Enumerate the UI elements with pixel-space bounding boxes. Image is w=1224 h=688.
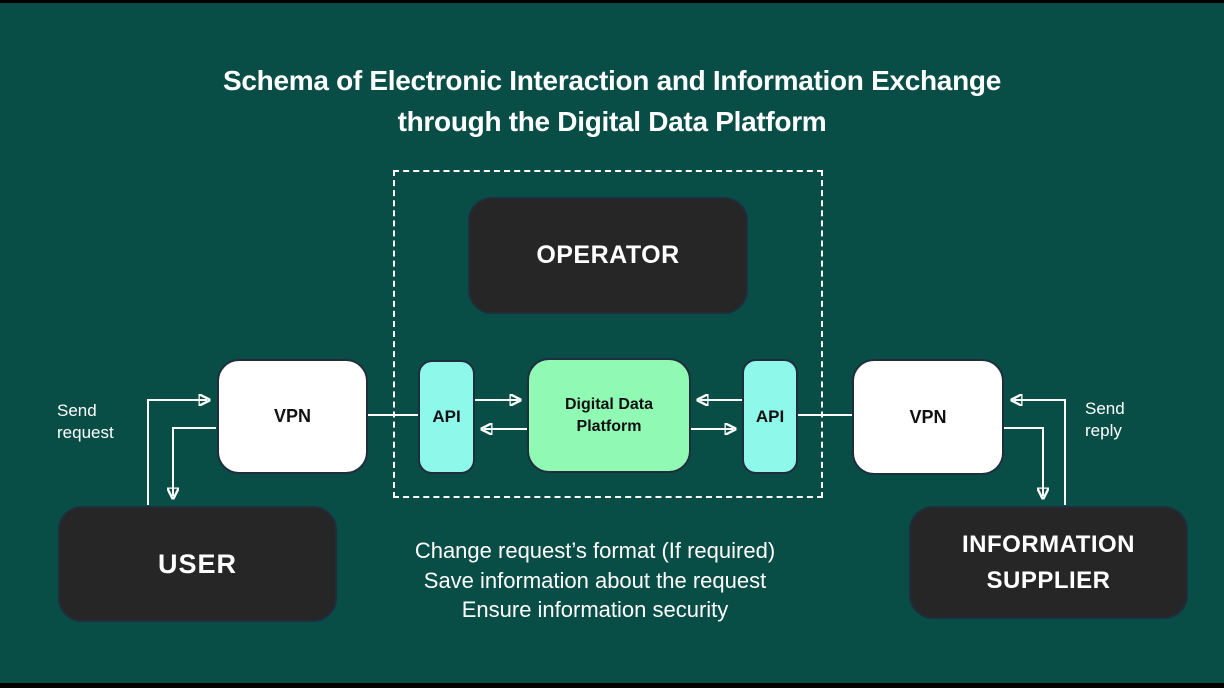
api-left-node: API — [418, 360, 475, 474]
operator-label: OPERATOR — [536, 241, 680, 269]
send-reply-label: Send reply — [1085, 399, 1125, 440]
arrow-supplier-to-vpn-right — [1014, 400, 1066, 505]
vpn-left-label: VPN — [273, 406, 311, 426]
information-supplier-node: INFORMATION SUPPLIER — [909, 506, 1188, 619]
information-supplier-label: INFORMATION SUPPLIER — [961, 530, 1136, 594]
user-node: USER — [58, 506, 337, 622]
api-right-label: API — [755, 406, 785, 426]
note-line-2: Save information about the request — [423, 567, 767, 593]
api-right-node: API — [742, 359, 798, 474]
page-title-line-1: Schema of Electronic Interaction and Inf… — [223, 65, 1001, 96]
note-line-3: Ensure information security — [461, 597, 729, 622]
operator-node: OPERATOR — [468, 197, 748, 314]
arrow-vpn-left-to-user — [173, 427, 216, 496]
note-line-1: Change request’s format (If required) — [414, 538, 776, 563]
arrow-user-to-vpn-left — [147, 400, 207, 505]
platform-function-notes: Change request’s format (If required) Sa… — [350, 536, 840, 625]
vpn-right-node: VPN — [852, 359, 1004, 475]
bottom-letterbox-bar — [0, 683, 1224, 688]
send-request-label: Send request — [57, 401, 114, 442]
api-left-label: API — [432, 407, 461, 426]
digital-data-platform-node: Digital Data Platform — [527, 358, 691, 473]
page-title-line-2: through the Digital Data Platform — [397, 106, 827, 137]
digital-data-platform-label: Digital Data Platform — [564, 395, 653, 435]
page-title: Schema of Electronic Interaction and Inf… — [0, 60, 1224, 142]
vpn-right-label: VPN — [909, 406, 947, 427]
vpn-left-node: VPN — [217, 359, 368, 474]
arrow-vpn-right-to-supplier — [1004, 427, 1043, 496]
top-letterbox-bar — [0, 0, 1224, 3]
operator-boundary-dashed-box — [393, 170, 823, 498]
user-label: USER — [157, 548, 237, 579]
